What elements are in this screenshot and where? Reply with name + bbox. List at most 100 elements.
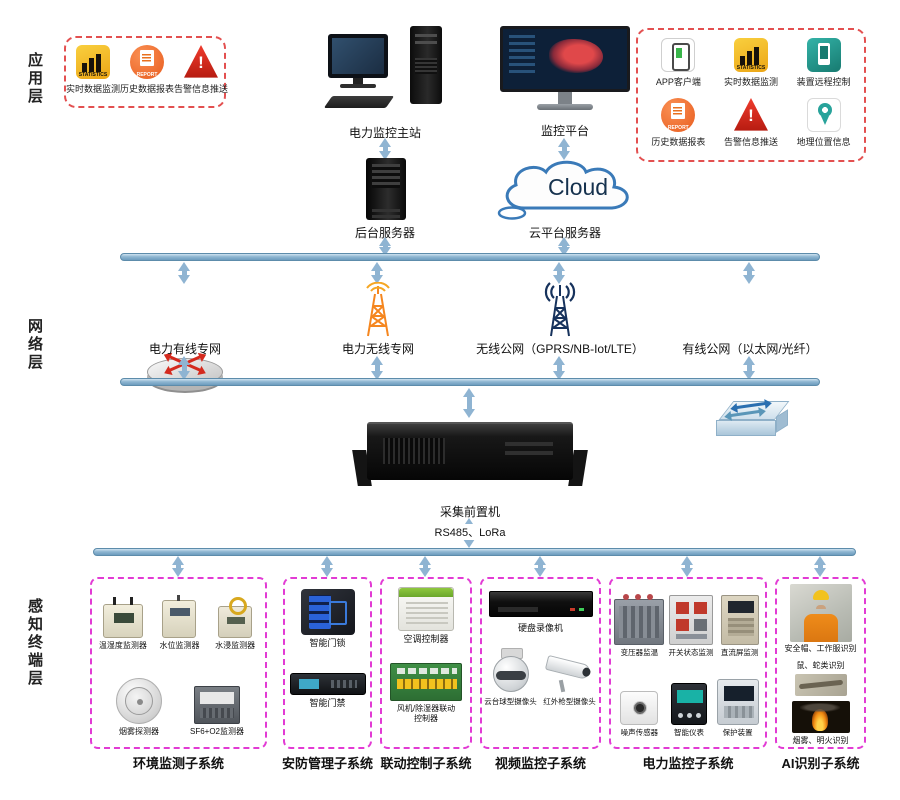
subsystem-title: AI识别子系统 [781,756,860,771]
flow-arrow [178,356,190,380]
flow-arrow [558,237,570,256]
device-label: 智能门禁 [309,698,346,709]
collector-front-machine-image [352,416,588,500]
device-label: 直流屏监测 [720,647,759,657]
function-item: 装置远程控制 [787,38,860,92]
tower-shape [544,282,576,337]
subsystem-security: 智能门锁 智能门禁 [283,577,372,749]
computer-tower [410,26,442,104]
device-label: 红外枪型摄像头 [543,697,596,707]
device-label: 保护装置 [722,727,753,737]
app-functions-right-panel: APP客户端 STATISTICS 实时数据监测 装置远程控制 REPORT 历… [636,28,866,162]
subsystem-title: 视频监控子系统 [494,756,586,771]
alarm-icon: ! [184,45,218,79]
function-label: 实时数据监测 [66,84,121,94]
device-label: 水浸监测器 [215,641,256,650]
flow-arrow [419,556,431,577]
device: 开关状态监测 [666,594,716,657]
layer-label-application: 应用层 [26,52,43,106]
flow-arrow [558,138,570,160]
ptz-dome-camera-image [490,648,532,694]
device-label: 云台球型摄像头 [484,697,537,707]
device: 噪声传感器 [614,690,664,737]
temp-humidity-sensor-image [102,597,143,638]
device-label: 噪声传感器 [620,727,659,737]
device: 变压器监温 [613,593,665,657]
switch-status-image [668,594,713,645]
dvr-image [488,591,593,617]
switch-icon [710,398,790,444]
device: 直流屏监测 [717,594,763,657]
ac-controller-image [398,587,454,631]
water-level-sensor-image [162,595,197,638]
fan-dehumidifier-controller-image [390,663,462,702]
device-row: 噪声传感器 智能仪表 保护装置 [613,665,763,737]
flow-arrow [814,556,826,577]
app-functions-left-panel: STATISTICS 实时数据监测 REPORT 历史数据报表 ! 告警信息推送 [64,36,228,108]
flow-arrow [553,356,565,380]
device-label: 温湿度监测器 [98,641,147,650]
function-item: REPORT 历史数据报表 [642,98,715,152]
flow-arrow [379,237,391,256]
platform-base [537,104,593,110]
report-icon: REPORT [661,98,696,132]
subsystem-title: 联动控制子系统 [380,756,472,771]
device: 智能仪表 [667,682,711,737]
computer-screen [332,38,384,74]
smoke-detector-image [116,678,162,724]
device-label: 烟雾探测器 [119,727,159,736]
subsystem-title: 电力监控子系统 [642,756,734,771]
rack-body [367,422,573,480]
function-label: 实时数据监测 [723,77,778,87]
smart-doorlock-image [300,589,355,635]
protection-device-image [716,678,759,725]
ai-label: 烟雾、明火识别 [792,736,849,745]
master-station-label: 电力监控主站 [348,126,421,140]
fire-photo [791,701,850,733]
animal-photo [794,674,847,696]
statistics-icon: STATISTICS [733,38,768,72]
device: 保护装置 [714,678,762,737]
device: SF6+O2监测器 [184,686,250,737]
function-item: STATISTICS 实时数据监测 [715,38,788,92]
device-row: 变压器监温 开关状态监测 直流屏监测 [613,585,763,657]
worker-photo [789,584,852,642]
flow-arrow [553,262,565,284]
sf6-o2-monitor-image [194,686,240,724]
computer-monitor [328,34,388,78]
backend-server-label: 后台服务器 [354,226,415,240]
network-node-label: 有线公网（以太网/光纤） [682,342,818,356]
subsystem-environment: 温湿度监测器 水位监测器 水浸监测器 烟雾探测器 SF6+O2监测器 [90,577,267,749]
device: 水位监测器 [152,595,206,651]
report-icon: REPORT [130,45,164,79]
subsystem-title: 环境监测子系统 [132,756,224,771]
device: 空调控制器 [398,587,454,645]
function-item: ! 告警信息推送 [174,45,228,106]
device: 智能门禁 [289,673,366,709]
layer-label-network: 网络层 [26,318,43,372]
device: 硬盘录像机 [488,591,593,634]
monitor-stand [353,78,363,84]
transformer-temp-image [614,593,665,645]
monitoring-platform-display [500,26,630,122]
flow-arrow [172,556,184,577]
flow-arrow [743,356,755,380]
backend-server-image [366,158,406,220]
statistics-icon-text: STATISTICS [78,72,108,78]
device-label: 变压器监温 [620,647,659,657]
device: 智能门锁 [300,589,355,649]
flood-sensor-image [218,597,253,638]
device-label: 智能仪表 [673,727,704,737]
statistics-icon: STATISTICS [76,45,110,79]
function-label: 地理位置信息 [796,137,851,147]
location-icon [806,98,841,132]
wireless-tower-blue-icon [538,282,582,338]
flow-arrow [534,556,546,577]
device: 烟雾探测器 [107,678,171,737]
flow-arrow [321,556,333,577]
function-label: 告警信息推送 [174,84,229,94]
cloud-shape [497,160,629,220]
tower-shape [366,281,390,337]
device: 水浸监测器 [208,597,262,651]
